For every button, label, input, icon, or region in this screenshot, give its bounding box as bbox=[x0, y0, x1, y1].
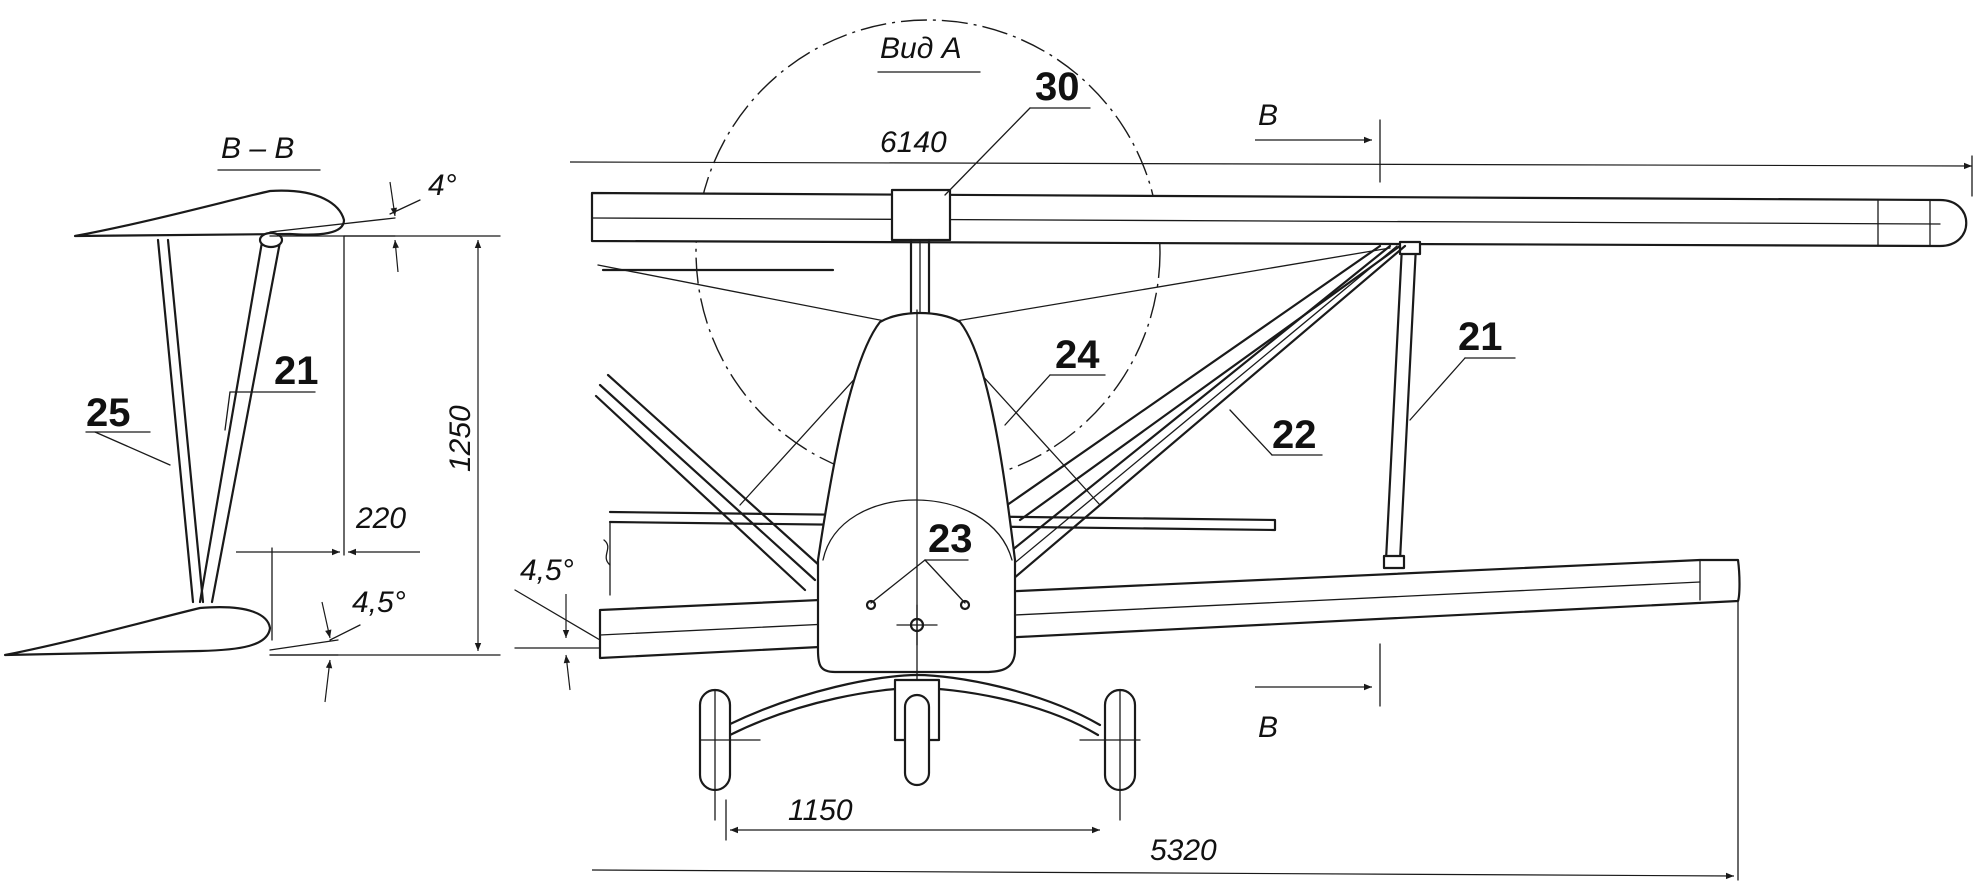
section-view: В – В 4° 4,5° 1250 220 25 21 bbox=[3, 132, 501, 703]
callout-30: 30 bbox=[1035, 65, 1080, 109]
callout-22: 22 bbox=[1272, 413, 1317, 457]
callout-23: 23 bbox=[928, 517, 973, 561]
section-mark-top: В bbox=[1258, 99, 1278, 132]
rotor-disc bbox=[695, 19, 1161, 485]
upper-airfoil bbox=[73, 189, 346, 238]
lower-airfoil bbox=[3, 606, 272, 657]
nose-wheel bbox=[903, 693, 931, 787]
dim-1250: 1250 bbox=[444, 405, 477, 472]
strut-21-front bbox=[1384, 244, 1404, 562]
lower-wing-near bbox=[598, 558, 1741, 660]
dim-6140: 6140 bbox=[880, 126, 947, 159]
callout-24: 24 bbox=[1055, 333, 1100, 377]
callout-21-section: 21 bbox=[274, 349, 319, 393]
landing-gear bbox=[726, 673, 1102, 727]
strut-22 bbox=[998, 244, 1382, 512]
callout-25: 25 bbox=[86, 391, 131, 435]
dim-5320: 5320 bbox=[1150, 834, 1217, 867]
front-view: Вид А 6140 1150 5320 4,5° В В 30 21 24 2… bbox=[514, 19, 1973, 881]
angle-4-5-front: 4,5° bbox=[520, 554, 574, 587]
rotor-hub-30 bbox=[890, 188, 952, 242]
strut-25 bbox=[156, 238, 195, 604]
view-title: Вид А bbox=[880, 32, 962, 65]
angle-4-5-section: 4,5° bbox=[352, 586, 406, 619]
strut-21 bbox=[198, 240, 264, 604]
callout-21-front: 21 bbox=[1458, 315, 1503, 359]
angle-4-deg: 4° bbox=[428, 169, 457, 202]
dim-1150: 1150 bbox=[788, 794, 853, 827]
section-title: В – В bbox=[221, 132, 294, 165]
dim-220: 220 bbox=[355, 502, 406, 535]
section-mark-bottom: В bbox=[1258, 711, 1278, 744]
